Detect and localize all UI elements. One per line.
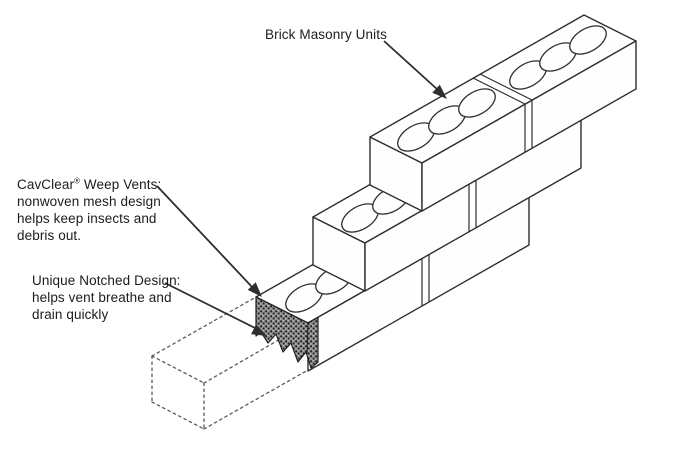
- arrowhead-icon: [247, 282, 262, 297]
- registered-trademark-symbol: ®: [74, 176, 81, 186]
- brick-masonry-leader-arrow: [383, 40, 447, 99]
- ghost-brick-outline: [151, 296, 309, 430]
- cavclear-label-title: CavClear® Weep Vents:: [17, 176, 162, 192]
- unique-notched-design-label: Unique Notched Design: helps vent breath…: [32, 273, 181, 322]
- mortar-joint: [472, 73, 533, 152]
- arrowhead-icon: [432, 84, 447, 99]
- arrowhead-icon: [251, 324, 267, 336]
- top-course: [369, 14, 637, 212]
- notched-design-leader-arrow: [164, 282, 267, 336]
- weep-vent-leader-arrow: [156, 185, 262, 297]
- mortar-joint: [468, 180, 477, 232]
- mortar-joint: [421, 254, 430, 306]
- brick-core-hole: [569, 25, 607, 55]
- brick-masonry-units-label: Brick Masonry Units: [265, 27, 387, 42]
- cavclear-weep-vents-label: CavClear® Weep Vents: nonwoven mesh desi…: [17, 176, 162, 243]
- weep-vent-corner-edge: [306, 322, 309, 355]
- top-course-front-face: [421, 40, 637, 212]
- brick-core-hole: [458, 88, 496, 118]
